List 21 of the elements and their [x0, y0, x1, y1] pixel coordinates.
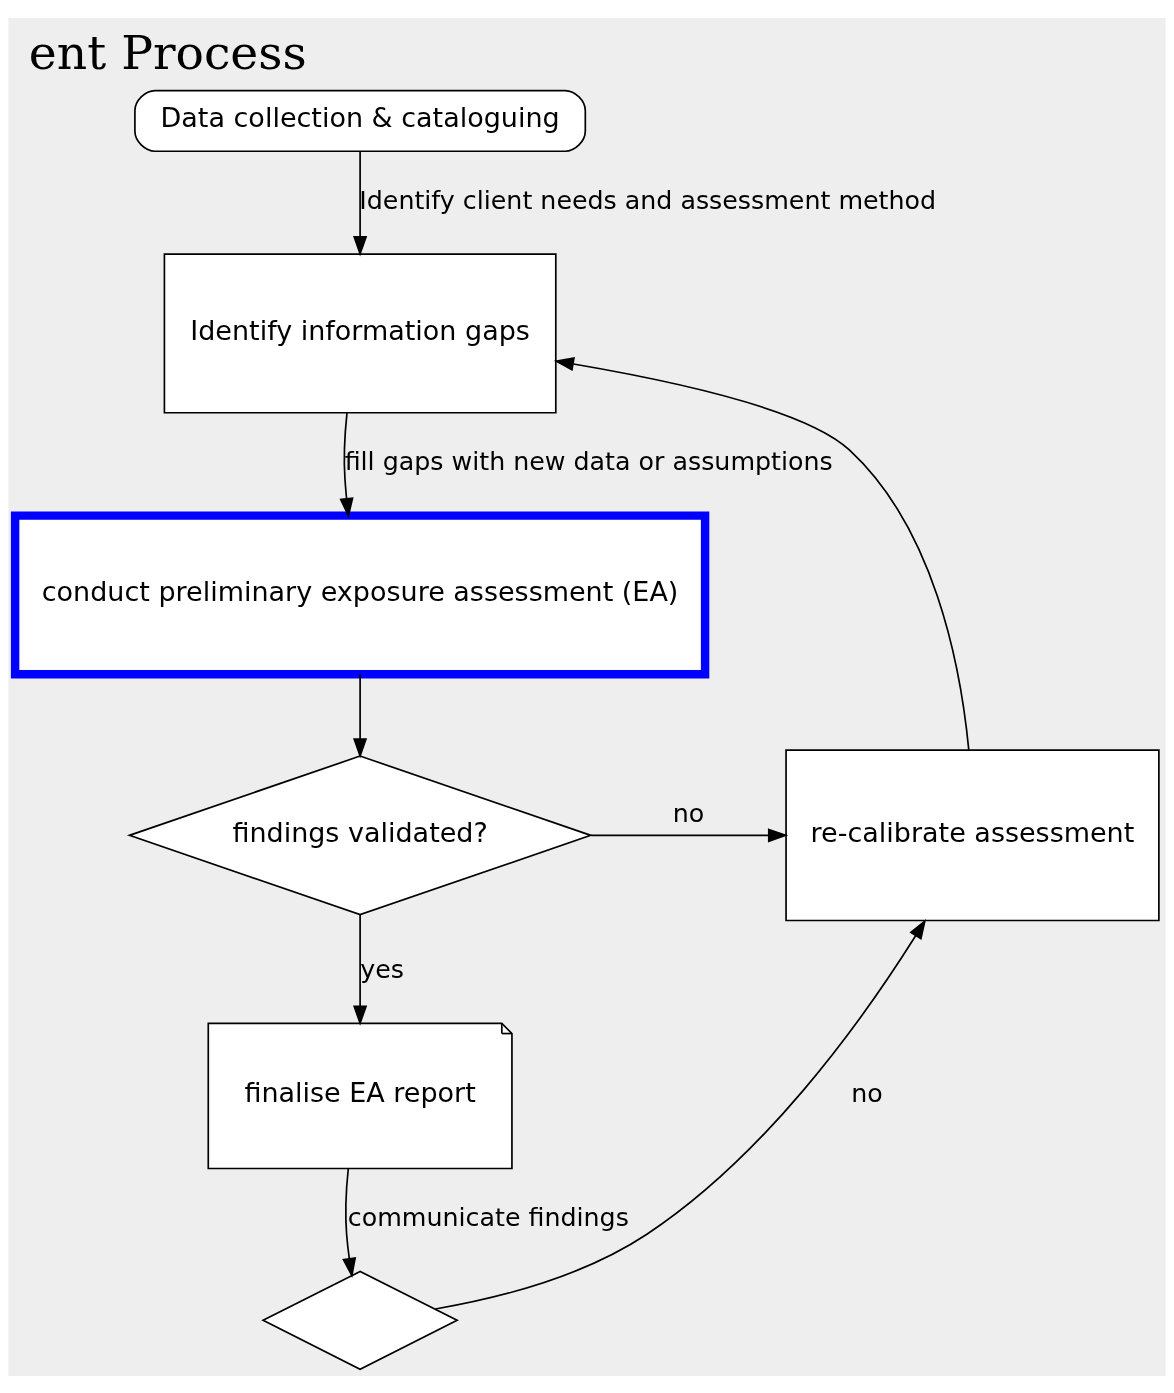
edge-label: Identify client needs and assessment method	[359, 185, 937, 215]
edge-label: no	[672, 798, 705, 828]
node-box: Data collection & cataloguing	[134, 89, 587, 152]
arrow	[590, 827, 789, 842]
node-box: Identify information gaps	[163, 252, 557, 414]
diagram-title: ent Process	[28, 24, 307, 80]
arrow	[342, 1167, 357, 1278]
edge-label: yes	[360, 954, 404, 984]
edge-label: communicate findings	[347, 1202, 629, 1232]
node-box: re-calibrate assessment	[785, 748, 1160, 921]
node-diamond	[261, 1269, 459, 1370]
node-diamond: findings validated?	[126, 754, 594, 915]
arrow	[353, 672, 368, 758]
edge-label: no	[851, 1078, 883, 1108]
arrow	[434, 918, 927, 1310]
arrow	[553, 356, 970, 751]
arrow	[353, 913, 368, 1026]
arrow	[353, 150, 368, 256]
node-box: conduct preliminary exposure assessment (EA)	[10, 510, 710, 678]
edge-label: fill gaps with new data or assumptions	[344, 446, 833, 476]
arrow	[339, 411, 354, 518]
